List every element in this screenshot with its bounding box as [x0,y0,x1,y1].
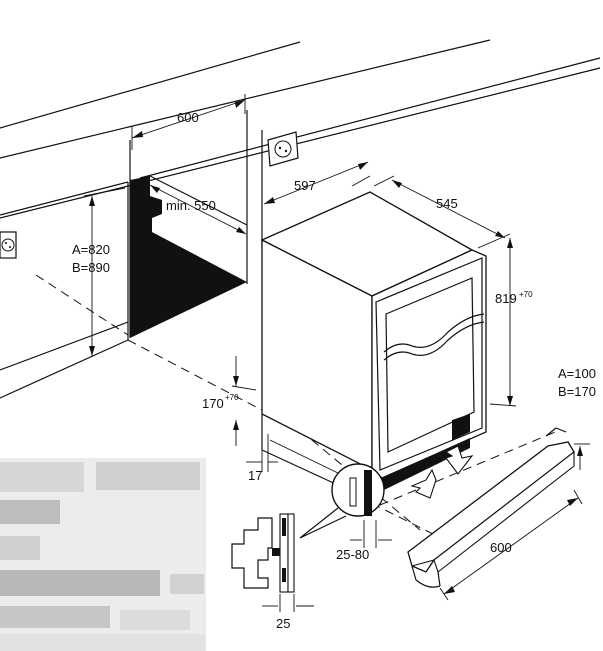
dimension-niche-height: A=820 B=890 [72,187,126,356]
dimension-min-depth: min. 550 [149,184,247,235]
label-plinth-height: 170 [202,396,224,411]
dimension-plinth-vertical: A=100 B=170 [558,366,596,470]
airflow-arrow-icon [444,445,474,475]
detail-callout-icon [299,463,385,539]
dimension-plinth-height: 170 +70 [202,356,257,446]
dimension-offset: 17 [246,434,278,483]
label-min-depth: min. 550 [166,198,216,213]
door-section-detail: 25 [231,513,314,631]
label-unit-height: 819 [495,291,517,306]
label-unit-width: 597 [294,178,316,193]
fridge-unit [260,191,487,490]
plinth-board [407,427,575,588]
dimension-unit-width: 597 [263,161,371,205]
label-niche-width: 600 [177,110,199,125]
label-height-b: B=890 [72,260,110,275]
dimension-unit-height: 819 +70 [489,238,533,407]
label-plinth-a: A=100 [558,366,596,381]
dimension-gap-range: 25-80 [336,520,392,562]
label-gap-range: 25-80 [336,547,369,562]
label-plinth-b: B=170 [558,384,596,399]
niche-opening [129,110,263,338]
socket-icon [0,231,17,259]
label-plinth-width: 600 [490,540,512,555]
label-unit-depth: 545 [436,196,458,211]
label-plinth-height-tolerance: +70 [225,393,239,402]
label-height-a: A=820 [72,242,110,257]
label-door-thickness: 25 [276,616,290,631]
label-unit-height-tolerance: +70 [519,290,533,299]
label-offset: 17 [248,468,262,483]
airflow-arrow-icon [410,468,437,499]
dimension-unit-depth: 545 [373,175,511,249]
socket-icon [267,131,299,167]
left-cabinet [0,181,129,399]
dimension-niche-width: 600 [131,94,246,150]
redacted-region [0,458,206,651]
dimension-plinth-width: 600 [439,489,583,601]
